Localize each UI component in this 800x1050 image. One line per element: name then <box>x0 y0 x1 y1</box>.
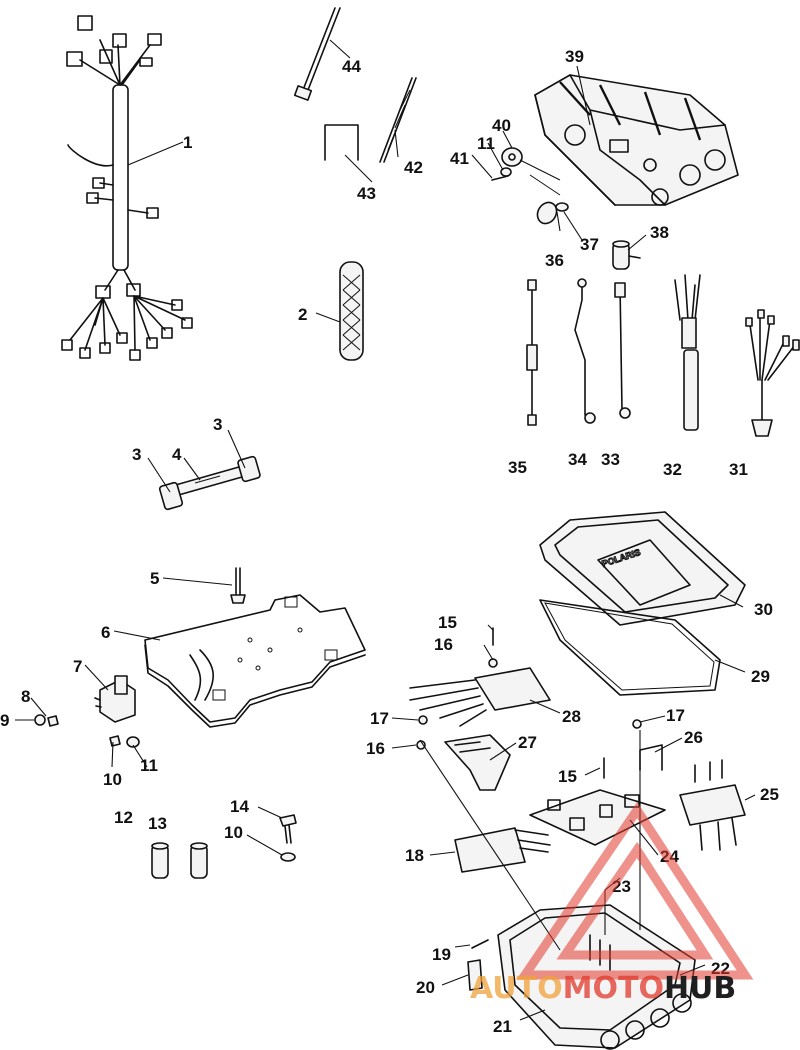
part-wire-leads <box>526 274 800 437</box>
callout-40: 40 <box>492 116 511 135</box>
callout-3b: 3 <box>213 415 222 434</box>
part-pin-and-latch <box>467 939 489 991</box>
part-gasket <box>539 599 721 696</box>
part-plugs <box>536 201 569 225</box>
callout-18: 18 <box>405 846 424 865</box>
part-braided-sleeve <box>339 261 364 361</box>
callout-16b: 16 <box>366 739 385 758</box>
callout-37: 37 <box>580 235 599 254</box>
part-strap-assembly <box>158 455 261 511</box>
callout-11c: 11 <box>477 134 495 153</box>
callout-10a: 10 <box>103 770 122 789</box>
part-circuit-board <box>529 789 666 846</box>
part-mounting-plate <box>144 594 366 728</box>
callout-21: 21 <box>493 1017 512 1036</box>
callout-13: 13 <box>148 814 167 833</box>
callout-27: 27 <box>518 733 537 752</box>
callout-33: 33 <box>601 450 620 469</box>
callout-44: 44 <box>342 57 361 76</box>
callout-30: 30 <box>754 600 773 619</box>
callout-29: 29 <box>751 667 770 686</box>
callout-28: 28 <box>562 707 581 726</box>
callout-38: 38 <box>650 223 669 242</box>
callout-6: 6 <box>101 623 110 642</box>
part-small-hardware <box>34 714 296 862</box>
part-screws <box>416 627 642 779</box>
watermark: AUTOMOTOHUB <box>470 801 754 1006</box>
callout-41: 41 <box>450 149 469 168</box>
callout-5: 5 <box>150 569 159 588</box>
callout-25: 25 <box>760 785 779 804</box>
callout-7: 7 <box>73 657 82 676</box>
callout-12: 12 <box>114 808 133 827</box>
callout-3a: 3 <box>132 445 141 464</box>
callout-39: 39 <box>565 47 584 66</box>
part-box-lid: POLARIS <box>539 511 746 626</box>
part-module-18 <box>454 827 551 873</box>
callout-9: 9 <box>0 711 9 730</box>
part-clip-26 <box>639 744 663 771</box>
watermark-triangle <box>516 801 754 980</box>
part-bolt-14 <box>279 814 297 844</box>
callout-2: 2 <box>298 305 307 324</box>
part-bolt-5 <box>230 567 246 604</box>
callout-14: 14 <box>230 797 249 816</box>
callout-1: 1 <box>183 133 192 152</box>
callout-11a: 11 <box>140 756 158 775</box>
watermark-text: AUTOMOTOHUB <box>470 971 736 1006</box>
callout-31: 31 <box>729 460 748 479</box>
callout-17a: 17 <box>370 709 389 728</box>
part-spacers <box>151 842 208 879</box>
part-rods <box>293 7 417 163</box>
callout-15b: 15 <box>558 767 577 786</box>
callout-36: 36 <box>545 251 564 270</box>
callout-35: 35 <box>508 458 527 477</box>
callout-26: 26 <box>684 728 703 747</box>
part-bracket-27 <box>444 734 511 791</box>
callout-32: 32 <box>663 460 682 479</box>
callout-42: 42 <box>404 158 423 177</box>
callout-16a: 16 <box>434 635 453 654</box>
part-housing-cover <box>534 74 739 206</box>
callout-34: 34 <box>568 450 587 469</box>
callout-10b: 10 <box>224 823 243 842</box>
callout-43: 43 <box>357 184 376 203</box>
part-cover-fasteners <box>491 147 561 196</box>
callout-15a: 15 <box>438 613 457 632</box>
leader-lines <box>15 39 756 1021</box>
part-connector-38 <box>612 240 641 270</box>
callout-20: 20 <box>416 978 435 997</box>
part-module-28 <box>409 667 551 727</box>
callout-8: 8 <box>21 687 30 706</box>
part-wiring-harness <box>61 15 193 361</box>
callout-labels: 1 2 3 3 4 5 6 7 8 9 10 11 10 11 12 13 14… <box>0 47 779 1036</box>
callout-17b: 17 <box>666 706 685 725</box>
part-switch <box>94 675 136 723</box>
part-relay-block <box>679 759 746 851</box>
callout-19: 19 <box>432 945 451 964</box>
callout-4: 4 <box>172 445 182 464</box>
